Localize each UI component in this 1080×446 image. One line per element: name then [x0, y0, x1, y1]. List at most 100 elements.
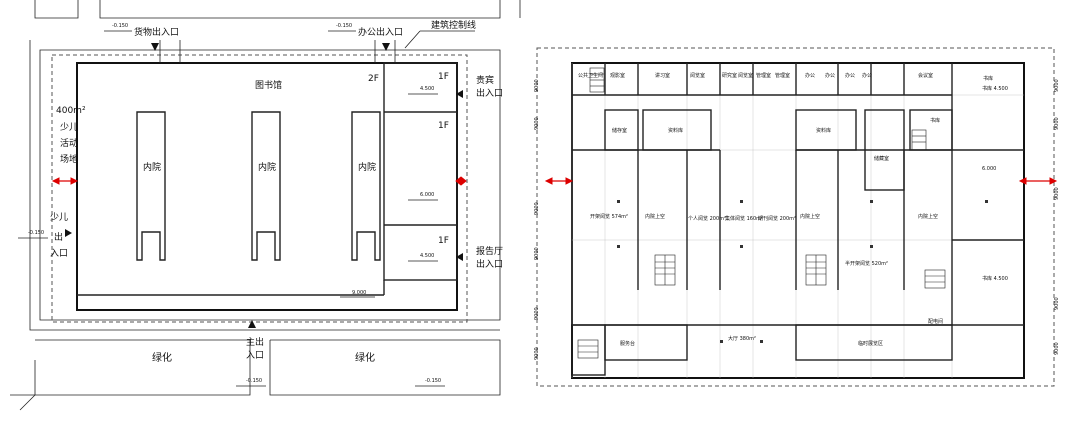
right-elev-3: 书库 4.500	[982, 275, 1008, 282]
floor-label-2f: 2F	[368, 74, 379, 84]
courtyard-label-1: 内院	[143, 161, 161, 173]
control-line-boundary	[51, 54, 468, 323]
room-main-2: 个人阅览 200m²	[688, 215, 726, 222]
green-label-left: 绿化	[152, 351, 172, 364]
room-main-6: 书库	[983, 75, 993, 82]
elev-bottom-right: -0.150	[425, 378, 441, 384]
room-main-5: 半开架阅览 520m²	[845, 260, 888, 267]
room-mid-5: 内院上空	[645, 213, 665, 220]
floor-plan-boundary	[536, 47, 1055, 387]
kids-entrance-label-1: 少儿	[50, 212, 68, 223]
courtyard-2	[251, 111, 281, 261]
stair-6	[577, 339, 599, 359]
room-top-11: 办公	[845, 72, 855, 79]
room-mid-4: 储藏室	[874, 155, 889, 162]
hall-entrance-label-2: 出入口	[476, 258, 503, 270]
svg-text:9000: 9000	[1054, 342, 1060, 355]
room-top-3: 讲习室	[655, 72, 670, 79]
courtyard-label-2: 内院	[258, 161, 276, 173]
room-top-2: 观影室	[610, 72, 625, 79]
svg-text:9000: 9000	[534, 117, 540, 130]
vip-entrance-arrow	[456, 90, 463, 98]
room-top-10: 办公	[825, 72, 835, 79]
room-top-5: 研究室	[722, 72, 737, 79]
room-mid-7: 内院上空	[918, 213, 938, 220]
floor-label-1f-c: 1F	[438, 236, 449, 246]
red-dimension-arrow-left	[51, 177, 79, 185]
courtyard-label-3: 内院	[358, 161, 376, 173]
svg-text:9000: 9000	[534, 247, 540, 260]
room-top-8: 管理室	[775, 72, 790, 79]
room-top-1: 公共卫生间	[578, 72, 603, 79]
room-main-3: 集体阅览 160m²	[725, 215, 763, 222]
room-top-4: 阅览室	[690, 72, 705, 79]
room-mid-3: 资料库	[816, 127, 831, 134]
room-mid-2: 资料库	[668, 127, 683, 134]
kids-area-label-3: 活动	[60, 137, 78, 149]
room-mid-1: 储存室	[612, 127, 627, 134]
svg-text:9000: 9000	[1054, 297, 1060, 310]
red-dimension-arrow-right	[455, 176, 467, 186]
hall-entrance-label-1: 报告厅	[476, 245, 503, 257]
svg-text:9000: 9000	[534, 347, 540, 360]
svg-text:9000: 9000	[534, 202, 540, 215]
room-bottom-1: 服务台	[620, 340, 635, 347]
svg-text:9000: 9000	[534, 307, 540, 320]
svg-text:9000: 9000	[534, 79, 540, 92]
stair-2	[805, 254, 827, 286]
floor-label-1f-a: 1F	[438, 72, 449, 82]
room-top-12: 办公	[862, 72, 872, 79]
vip-entrance-label-1: 贵宾	[476, 74, 494, 86]
room-main-1: 开架阅览 574m²	[590, 213, 628, 220]
dimension-column-right: 9000 9000 9000 9000 9000	[1054, 79, 1060, 355]
office-entrance-label: 办公出入口	[358, 26, 403, 38]
room-main-4: 期刊阅览 200m²	[758, 215, 796, 222]
stair-4	[911, 129, 927, 151]
stair-3	[589, 67, 605, 93]
stair-1	[654, 254, 676, 286]
library-label: 图书馆	[255, 79, 282, 91]
east-wing	[383, 62, 458, 281]
main-entrance-arrow	[248, 320, 256, 328]
elev-4500-b: 4.500	[420, 253, 434, 259]
kids-entrance-label-3: 入口	[50, 248, 68, 259]
floor-label-1f-b: 1F	[438, 121, 449, 131]
courtyard-1	[136, 111, 166, 261]
elev-top-mid: -0.150	[336, 23, 352, 29]
courtyard-3	[351, 111, 381, 261]
elev-bottom-mid: -0.150	[246, 378, 262, 384]
goods-entrance-arrow	[151, 43, 159, 51]
main-entrance-label-2: 入口	[246, 350, 264, 361]
right-elev-1: 书库 4.500	[982, 85, 1008, 92]
kids-area-label-4: 场地	[60, 153, 78, 165]
vip-entrance-label-2: 出入口	[476, 87, 503, 99]
green-label-right: 绿化	[355, 351, 375, 364]
svg-text:9000: 9000	[1054, 187, 1060, 200]
kids-area-label-1: 400m²	[56, 106, 86, 116]
elev-top-left: -0.150	[112, 23, 128, 29]
elev-6000: 6.000	[420, 192, 434, 198]
dimension-column-left: 9000 9000 9000 9000 9000 9000	[534, 79, 540, 360]
main-entrance-label-1: 主出	[246, 336, 264, 348]
kids-entrance-label-2: 出	[54, 231, 63, 243]
svg-text:9000: 9000	[1054, 79, 1060, 92]
room-bottom-2: 大厅 380m²	[728, 335, 756, 342]
elev-left: -0.150	[28, 230, 44, 236]
room-top-7: 管理室	[756, 72, 771, 79]
room-top-13: 会议室	[918, 72, 933, 79]
room-bottom-4: 配电间	[928, 318, 943, 325]
stair-5	[924, 269, 946, 289]
kids-entrance-arrow	[65, 229, 72, 237]
red-arrow-floor-left	[544, 177, 574, 185]
room-mid-8: 书库	[930, 117, 940, 124]
red-arrow-floor-right	[1018, 177, 1058, 185]
goods-entrance-label: 货物出入口	[134, 26, 179, 38]
room-mid-6: 内院上空	[800, 213, 820, 220]
room-bottom-3: 临时展览区	[858, 340, 883, 347]
floor-plan: 公共卫生间 观影室 讲习室 阅览室 研究室 阅览室 管理室 管理室 办公 办公 …	[534, 47, 1060, 387]
office-entrance-arrow	[382, 43, 390, 51]
svg-text:9000: 9000	[1054, 117, 1060, 130]
hall-entrance-arrow	[456, 253, 463, 261]
control-line-label: 建筑控制线	[431, 19, 476, 31]
